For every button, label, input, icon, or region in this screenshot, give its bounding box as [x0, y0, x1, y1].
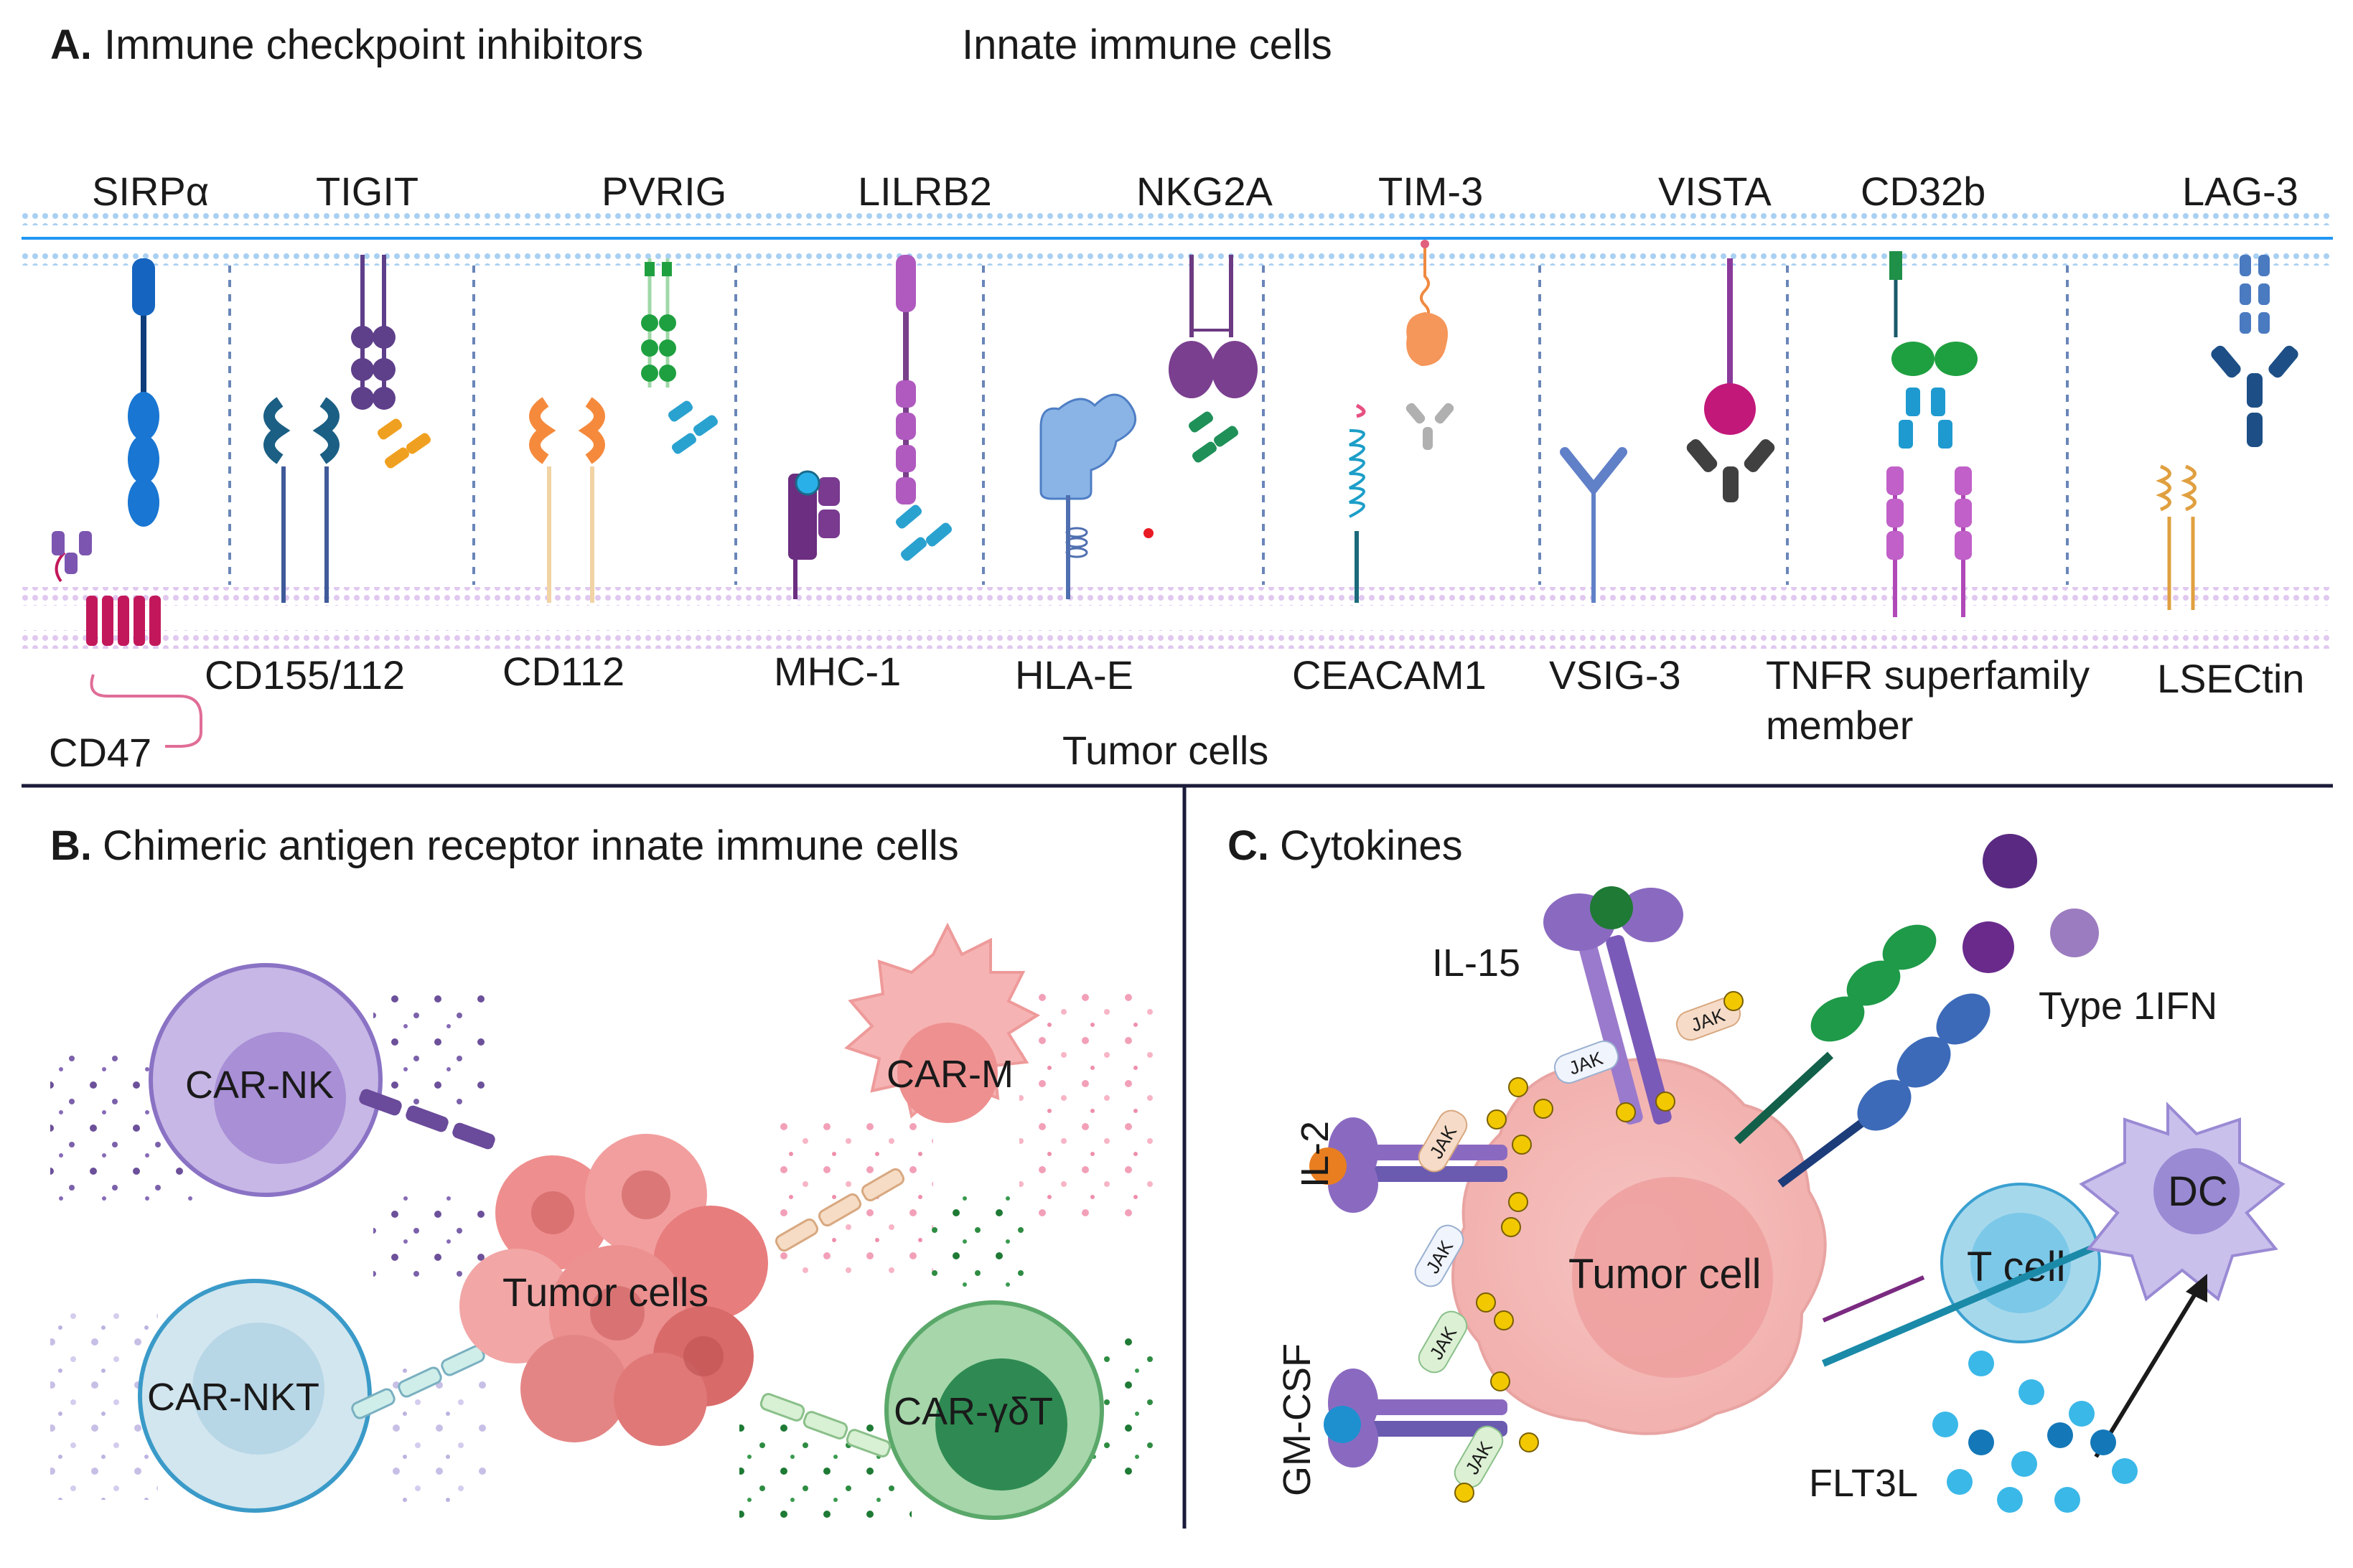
label-lag3: LAG-3	[2182, 169, 2298, 214]
ifn-receptor	[1734, 924, 1991, 1188]
flt3l-spheres: FLT3L	[1809, 1351, 2138, 1513]
car-nk-cell: CAR-NK	[149, 963, 495, 1197]
panel-c-letter: C.	[1227, 822, 1269, 869]
il2-receptor: IL-2	[1294, 1117, 1507, 1213]
il15-receptor: IL-15	[1432, 886, 1683, 1125]
lsectin-ligand	[2156, 464, 2197, 610]
flt3l-label: FLT3L	[1809, 1462, 1918, 1505]
label-pvrig: PVRIG	[602, 169, 726, 214]
car-nkt-label: CAR-NKT	[147, 1376, 319, 1419]
flt3l-arrowhead	[2186, 1274, 2207, 1302]
car-m-label: CAR-M	[887, 1053, 1014, 1096]
il2-label: IL-2	[1294, 1121, 1337, 1188]
panel-b-title: Chimeric antigen receptor innate immune …	[103, 822, 959, 869]
ceacam1-ligand	[1349, 403, 1366, 603]
label-mhc1: MHC-1	[774, 649, 901, 694]
flt3l-arrow	[2094, 1290, 2199, 1458]
panel-a-title: Immune checkpoint inhibitors	[104, 22, 643, 68]
label-lsectin: LSECtin	[2157, 656, 2304, 701]
tumor-membrane-top	[22, 587, 2333, 606]
car-nkt-cell: CAR-NKT	[138, 1279, 485, 1513]
red-dot	[1143, 528, 1154, 538]
tumor-cells-b-label: Tumor cells	[502, 1269, 708, 1315]
label-tim3: TIM-3	[1378, 169, 1483, 214]
panel-b-letter: B.	[50, 822, 92, 869]
gmcsf-receptor: GM-CSF	[1276, 1343, 1507, 1496]
car-gdt-label: CAR-γδT	[894, 1390, 1053, 1433]
phosphate-beads	[1454, 991, 1744, 1503]
label-nkg2a: NKG2A	[1136, 169, 1273, 214]
label-lilrb2: LILRB2	[858, 169, 992, 214]
panel-c: C. Cytokines Tumor cell IL-15 IL-2	[1227, 822, 2286, 1513]
label-cd47: CD47	[49, 730, 151, 775]
label-tnfr: TNFR superfamily	[1766, 652, 2090, 698]
tumor-cell-c: Tumor cell	[1451, 1058, 1827, 1435]
label-ceacam1: CEACAM1	[1292, 652, 1487, 698]
label-vsig3: VSIG-3	[1549, 652, 1681, 698]
tumor-cell-label: Tumor cell	[1568, 1251, 1762, 1297]
panel-b: B. Chimeric antigen receptor innate immu…	[50, 822, 1163, 1521]
lilrb2-receptor	[895, 255, 953, 561]
gmcsf-label: GM-CSF	[1276, 1343, 1319, 1496]
tumor-membrane-bottom	[22, 630, 2333, 649]
vsig3-ligand	[1560, 447, 1627, 603]
nkg2a-receptor	[1169, 255, 1258, 463]
panel-a-subtitle: Innate immune cells	[962, 22, 1332, 68]
label-cd155: CD155/112	[205, 652, 405, 698]
label-tumor-cells-a: Tumor cells	[1062, 728, 1268, 773]
car-m-cell: CAR-M	[775, 922, 1041, 1252]
panel-c-title: Cytokines	[1280, 822, 1463, 869]
dendritic-cell: DC	[2079, 1102, 2286, 1302]
cd112-ligand	[529, 397, 605, 603]
t-cell: T cell	[1822, 1183, 2126, 1367]
sirpa-receptor	[128, 258, 159, 527]
car-gdt-cell: CAR-γδT	[759, 1300, 1104, 1520]
ifn-spheres: Type 1IFN	[1963, 834, 2217, 1028]
car-nk-label: CAR-NK	[185, 1064, 334, 1107]
il15-label: IL-15	[1432, 942, 1520, 985]
label-tigit: TIGIT	[316, 169, 418, 214]
cd32b-receptor	[1886, 251, 1978, 617]
column-separators	[228, 266, 2069, 585]
immune-membrane-top	[22, 212, 2333, 225]
panel-a: A. Immune checkpoint inhibitors Innate i…	[22, 22, 2333, 775]
immune-membrane-bottom	[22, 253, 2333, 266]
hlae-ligand	[1039, 393, 1154, 599]
panel-a-letter: A.	[50, 22, 92, 68]
label-tnfr-member: member	[1766, 703, 1913, 748]
label-cd32b: CD32b	[1861, 169, 1985, 214]
tumor-cluster: Tumor cells	[459, 1134, 768, 1446]
label-cd112: CD112	[502, 649, 624, 694]
lag3-receptor	[2211, 255, 2298, 447]
tim3-receptor	[1405, 240, 1454, 450]
cd47-ligand	[52, 531, 202, 748]
vista-receptor	[1686, 258, 1775, 502]
ifn-label: Type 1IFN	[2039, 985, 2217, 1028]
tigit-receptor	[351, 255, 431, 469]
label-hlae: HLA-E	[1015, 652, 1133, 698]
cd155-ligand	[263, 397, 340, 603]
pvrig-receptor	[641, 258, 718, 454]
label-vista: VISTA	[1658, 169, 1772, 214]
mhc1-ligand	[788, 470, 840, 599]
dc-label: DC	[2168, 1168, 2228, 1215]
label-sirpa: SIRPα	[92, 169, 209, 214]
